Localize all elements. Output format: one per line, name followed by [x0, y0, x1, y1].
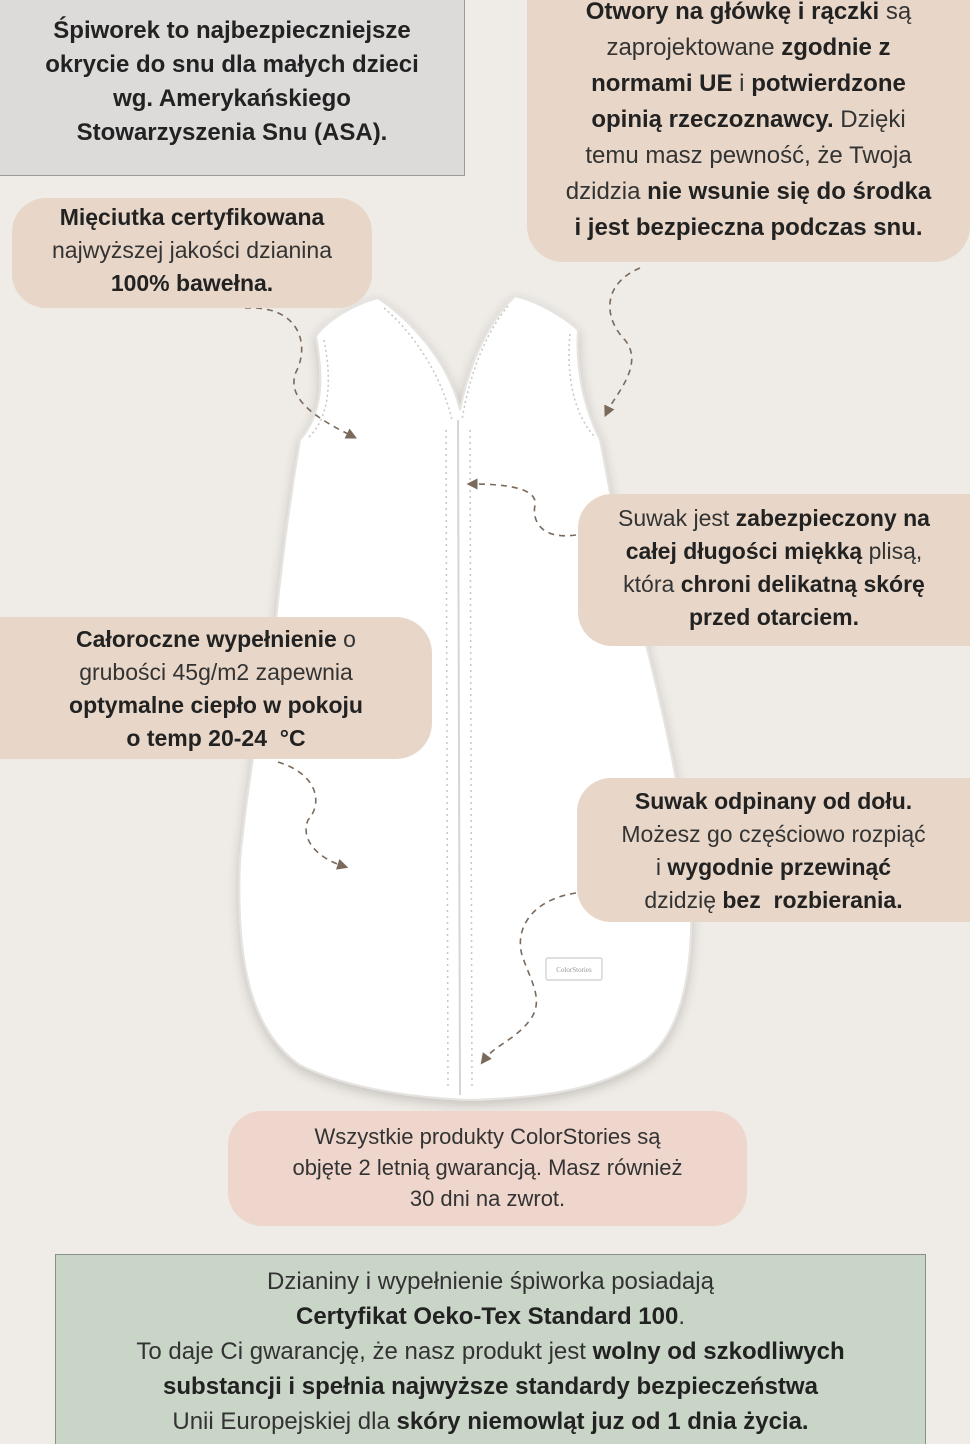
zipper-stitch-right [469, 429, 473, 1091]
text-line: Wszystkie produkty ColorStories są [228, 1121, 747, 1152]
text-line: całej długości miękką plisą, [578, 535, 970, 568]
text-line: Certyfikat Oeko-Tex Standard 100. [56, 1299, 925, 1334]
bold-text-segment: Całoroczne wypełnienie [76, 626, 337, 652]
text-segment: Dzięki [833, 106, 906, 133]
bold-text-segment: całej długości miękką [625, 538, 863, 564]
text-line: Suwak jest zabezpieczony na [578, 502, 970, 535]
text-segment: Suwak jest [618, 505, 736, 531]
text-segment: o [336, 626, 356, 652]
text-line: Całoroczne wypełnienie o [0, 623, 432, 656]
bold-text-segment: bez rozbierania. [722, 887, 903, 913]
text-line: i wygodnie przewinąć [577, 851, 970, 884]
text-segment: . [678, 1303, 686, 1330]
text-line: Suwak odpinany od dołu. [577, 785, 970, 818]
bold-text-segment: wygodnie przewinąć [667, 854, 892, 880]
text-line: To daje Ci gwarancję, że nasz produkt je… [56, 1334, 925, 1369]
text-line: przed otarciem. [578, 601, 970, 634]
bold-text-segment: nie wsunie się do środka [647, 178, 932, 205]
text-segment: i [732, 70, 752, 97]
text-segment: która [623, 571, 681, 597]
text-line: temu masz pewność, że Twoja [527, 138, 970, 174]
bold-text-segment: zgodnie z [781, 34, 891, 61]
text-line: Mięciutka certyfikowana [12, 201, 372, 234]
text-line: wg. Amerykańskiego [0, 82, 464, 116]
bold-text-segment: wg. Amerykańskiego [113, 85, 351, 112]
zipper-stitch-left [445, 429, 449, 1091]
text-line: która chroni delikatną skórę [578, 568, 970, 601]
neckline-stitch-right [461, 305, 509, 421]
text-segment: zaprojektowane [606, 34, 782, 61]
text-line: Unii Europejskiej dla skóry niemowląt ju… [56, 1404, 925, 1439]
text-line: 30 dni na zwrot. [228, 1183, 747, 1214]
text-segment: są [879, 0, 912, 25]
text-segment: Unii Europejskiej dla [172, 1408, 397, 1435]
text-segment: Dzianiny i wypełnienie śpiworka posiadaj… [267, 1268, 714, 1295]
warranty-info-box: Wszystkie produkty ColorStories są objęte… [228, 1111, 747, 1226]
bold-text-segment: zabezpieczony na [735, 505, 930, 531]
text-segment: objęte 2 letnią gwarancją. Masz również [292, 1155, 683, 1180]
text-line: Możesz go częściowo rozpiąć [577, 818, 970, 851]
brand-label-text: ColorStories [556, 966, 592, 974]
text-line: objęte 2 letnią gwarancją. Masz również [228, 1152, 747, 1183]
zipper-line [457, 419, 461, 1096]
text-segment: dzidzię [644, 887, 723, 913]
text-line: dzidzię bez rozbierania. [577, 884, 970, 917]
text-segment: 30 dni na zwrot. [409, 1186, 566, 1211]
bold-text-segment: Suwak odpinany od dołu. [634, 788, 913, 814]
bold-text-segment: Certyfikat Oeko-Tex Standard 100 [295, 1303, 679, 1330]
asa-info-box: Śpiworek to najbezpieczniejsze okrycie do… [0, 0, 465, 176]
text-line: normami UE i potwierdzone [527, 66, 970, 102]
text-line: i jest bezpieczna podczas snu. [527, 210, 970, 246]
text-line: optymalne ciepło w pokoju [0, 689, 432, 722]
bold-text-segment: przed otarciem. [689, 604, 859, 630]
text-line: 100% bawełna. [12, 267, 372, 300]
neckline-stitch-left [383, 307, 453, 421]
text-line: opinią rzeczoznawcy. Dzięki [527, 102, 970, 138]
bottom-zip-info-box: Suwak odpinany od dołu. Możesz go częścio… [577, 778, 970, 922]
bold-text-segment: substancji i spełnia najwyższe standardy… [163, 1373, 818, 1400]
bold-text-segment: i jest bezpieczna podczas snu. [574, 214, 923, 241]
bold-text-segment: chroni delikatną skórę [680, 571, 925, 597]
text-line: Śpiworek to najbezpieczniejsze [0, 14, 464, 48]
text-segment: temu masz pewność, że Twoja [585, 142, 912, 169]
bold-text-segment: opinią rzeczoznawcy. [591, 106, 834, 133]
bold-text-segment: Mięciutka certyfikowana [59, 204, 325, 230]
text-segment: To daje Ci gwarancję, że nasz produkt je… [136, 1338, 593, 1365]
text-line: zaprojektowane zgodnie z [527, 30, 970, 66]
cotton-info-box: Mięciutka certyfikowana najwyższej jakośc… [12, 198, 372, 308]
text-line: dzidzia nie wsunie się do środka [527, 174, 970, 210]
bold-text-segment: optymalne ciepło w pokoju [69, 692, 363, 718]
bold-text-segment: Śpiworek to najbezpieczniejsze [53, 17, 411, 44]
text-segment: Możesz go częściowo rozpiąć [621, 821, 926, 847]
text-line: grubości 45g/m2 zapewnia [0, 656, 432, 689]
certificate-info-box: Dzianiny i wypełnienie śpiworka posiadaj… [55, 1254, 926, 1444]
bold-text-segment: Otwory na główkę i rączki [585, 0, 880, 25]
bold-text-segment: okrycie do snu dla małych dzieci [45, 51, 419, 78]
text-line: okrycie do snu dla małych dzieci [0, 48, 464, 82]
bold-text-segment: Stowarzyszenia Snu (ASA). [76, 119, 388, 146]
text-segment: najwyższej jakości dzianina [52, 237, 332, 263]
bold-text-segment: potwierdzone [751, 70, 906, 97]
text-segment: plisą, [862, 538, 923, 564]
bold-text-segment: skóry niemowląt juz od 1 dnia życia. [396, 1408, 809, 1435]
text-line: Dzianiny i wypełnienie śpiworka posiadaj… [56, 1264, 925, 1299]
bold-text-segment: 100% bawełna. [110, 270, 274, 296]
text-segment: i [655, 854, 668, 880]
text-line: o temp 20-24 °C [0, 722, 432, 755]
text-segment: dzidzia [565, 178, 648, 205]
text-segment: Wszystkie produkty ColorStories są [314, 1124, 661, 1149]
text-line: Stowarzyszenia Snu (ASA). [0, 116, 464, 150]
text-line: najwyższej jakości dzianina [12, 234, 372, 267]
text-line: Otwory na główkę i rączki są [527, 0, 970, 30]
bold-text-segment: normami UE [591, 70, 733, 97]
text-segment: grubości 45g/m2 zapewnia [79, 659, 353, 685]
bold-text-segment: wolny od szkodliwych [592, 1338, 845, 1365]
filling-info-box: Całoroczne wypełnienie o grubości 45g/m2 … [0, 617, 432, 759]
text-line: substancji i spełnia najwyższe standardy… [56, 1369, 925, 1404]
bold-text-segment: o temp 20-24 °C [126, 725, 306, 751]
